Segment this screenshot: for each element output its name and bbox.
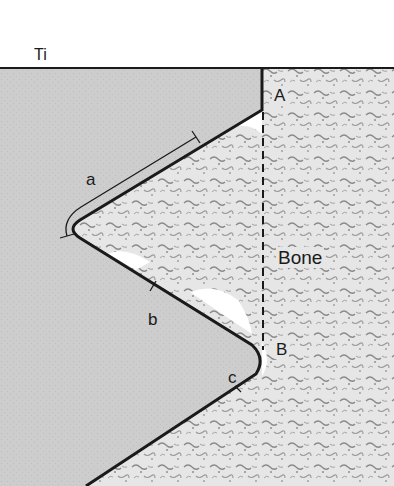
- thread-profile: [73, 68, 262, 486]
- dimension-bracket: [60, 131, 241, 392]
- region-letter: b: [146, 310, 159, 329]
- region-letter: a: [84, 170, 97, 189]
- band-edge: [0, 67, 394, 69]
- point-letter: A: [272, 86, 287, 105]
- region-letter: c: [226, 368, 239, 387]
- reference-line: [262, 112, 264, 350]
- titanium-implant: [0, 68, 262, 486]
- top-band: [0, 0, 394, 68]
- material-label: Ti: [32, 46, 49, 64]
- material-label: Bone: [276, 247, 324, 268]
- point-letter: B: [274, 340, 289, 359]
- bone-region: [0, 68, 394, 486]
